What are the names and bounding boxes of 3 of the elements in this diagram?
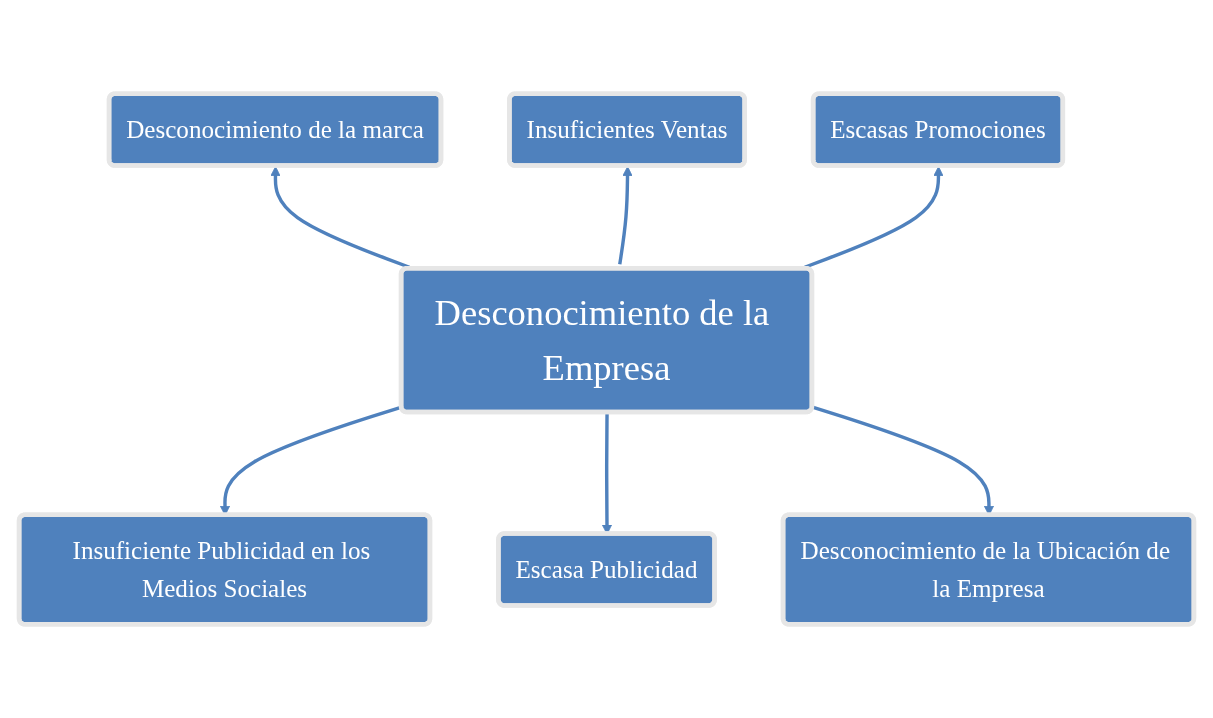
arrow [270, 166, 411, 269]
arrow [804, 166, 944, 269]
arrow [618, 166, 633, 265]
